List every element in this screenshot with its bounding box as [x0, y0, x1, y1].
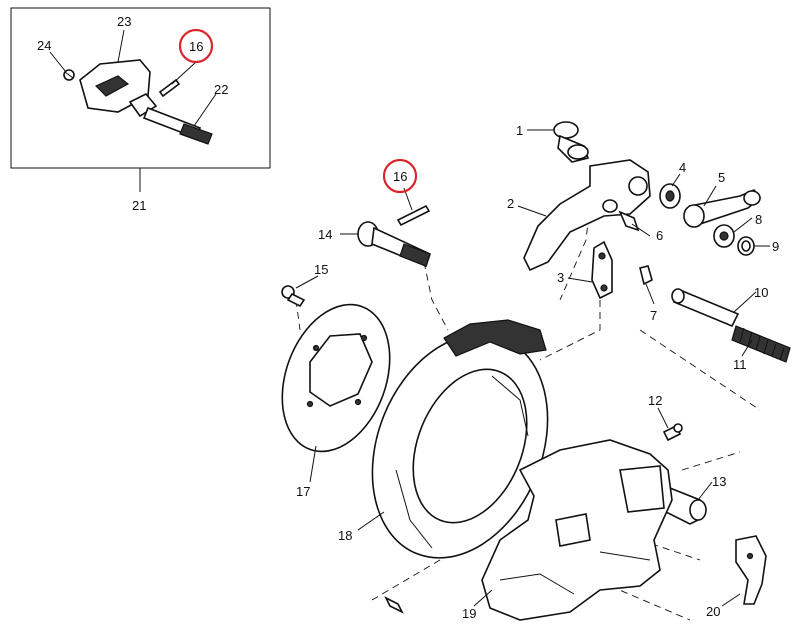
small-pin: [384, 596, 404, 614]
part-10-sleeve: [671, 288, 740, 328]
callout-8: 8: [755, 212, 762, 227]
part-4-nut: [659, 183, 681, 209]
callout-labels: 23 24 16 22 21 1 2 3 4 5 6 7 8 9 10 11 1…: [37, 14, 779, 621]
part-22-bolt: [128, 93, 213, 145]
callout-20: 20: [706, 604, 720, 619]
callout-2: 2: [507, 196, 514, 211]
part-5-lever: [683, 189, 762, 228]
callout-13: 13: [712, 474, 726, 489]
callout-17: 17: [296, 484, 310, 499]
callout-21: 21: [132, 198, 146, 213]
part-8-nut: [713, 224, 735, 248]
part-11-spring: [731, 325, 791, 363]
part-2-handle-arm: [523, 159, 651, 272]
part-24-screw: [63, 69, 75, 81]
highlight-circle-main-16: [382, 158, 418, 194]
part-7-pin: [639, 265, 653, 286]
callout-16-main: 16: [393, 169, 407, 184]
part-12-screw: [662, 423, 683, 442]
part-1-bushing: [553, 121, 590, 163]
callout-19: 19: [462, 606, 476, 621]
callout-14: 14: [318, 227, 332, 242]
highlight-circle-inset-16: [178, 28, 214, 64]
callout-3: 3: [557, 270, 564, 285]
part-20-latch: [735, 535, 767, 605]
part-17-disc: [281, 303, 391, 453]
callout-4: 4: [679, 160, 686, 175]
callout-7: 7: [650, 308, 657, 323]
callout-6: 6: [656, 228, 663, 243]
callout-16-inset: 16: [189, 39, 203, 54]
part-16-pin-main: [396, 204, 431, 227]
callout-18: 18: [338, 528, 352, 543]
callout-15: 15: [314, 262, 328, 277]
callout-1: 1: [516, 123, 523, 138]
part-3-link: [591, 240, 613, 300]
part-18-ring-housing: [371, 319, 549, 559]
callout-12: 12: [648, 393, 662, 408]
callout-10: 10: [754, 285, 768, 300]
callout-23: 23: [117, 14, 131, 29]
callout-9: 9: [772, 239, 779, 254]
part-14-bolt: [357, 221, 431, 268]
part-23-slot: [94, 75, 130, 97]
callout-11: 11: [733, 357, 747, 372]
part-16-pin-inset: [158, 78, 181, 98]
part-19-body: [481, 439, 673, 621]
leader-lines: [295, 129, 770, 607]
part-15-screw: [281, 285, 306, 308]
inset-assembly-21: [10, 7, 271, 192]
callout-24: 24: [37, 38, 51, 53]
callout-22: 22: [214, 82, 228, 97]
callout-5: 5: [718, 170, 725, 185]
part-9-washer: [737, 236, 755, 256]
